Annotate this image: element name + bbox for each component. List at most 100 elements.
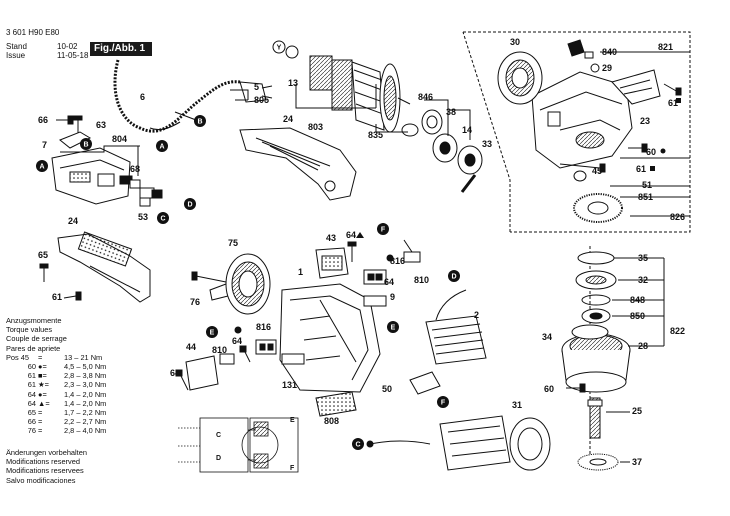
screw-64-left bbox=[175, 369, 189, 391]
torque-row: 65=1,7 – 2,2 Nm bbox=[27, 408, 107, 418]
cable-plug bbox=[149, 111, 197, 131]
pn-37: 37 bbox=[632, 457, 642, 467]
gear-housing bbox=[531, 71, 633, 169]
pn-816-top: 816 bbox=[390, 256, 405, 266]
connector-c-bottom: C bbox=[352, 438, 364, 450]
cable-c bbox=[369, 440, 431, 445]
screw-66 bbox=[56, 115, 74, 125]
pn-13: 13 bbox=[288, 78, 298, 88]
triangle-marker bbox=[356, 232, 364, 238]
stand-label: Stand bbox=[6, 42, 27, 51]
pn-840: 840 bbox=[602, 47, 617, 57]
connector-f-top: F bbox=[377, 223, 389, 235]
pn-63: 63 bbox=[96, 120, 106, 130]
pn-61-lower: 61 bbox=[636, 164, 646, 174]
pn-75: 75 bbox=[228, 238, 238, 248]
issue-label: Issue bbox=[6, 51, 26, 60]
screw-61-handle bbox=[63, 291, 82, 301]
switch-43 bbox=[315, 247, 349, 279]
pn-846: 846 bbox=[418, 92, 433, 102]
torque-markers bbox=[356, 98, 681, 238]
part-23 bbox=[611, 69, 661, 105]
pn-822: 822 bbox=[670, 326, 685, 336]
part-848 bbox=[581, 294, 611, 306]
square-marker bbox=[676, 98, 681, 103]
spindle-25 bbox=[587, 397, 603, 439]
pn-5: 5 bbox=[254, 82, 259, 92]
pn-25: 25 bbox=[632, 406, 642, 416]
part-840 bbox=[567, 39, 594, 59]
pn-2: 2 bbox=[474, 310, 479, 320]
pn-803: 803 bbox=[308, 122, 323, 132]
torque-row: 64▲=1,4 – 2,0 Nm bbox=[27, 398, 107, 408]
connector-c-top: C bbox=[157, 212, 169, 224]
screw-60 bbox=[628, 143, 648, 153]
connector-f-bottom: F bbox=[437, 396, 449, 408]
figure-tag: Fig./Abb. 1 bbox=[90, 42, 152, 56]
pn-35: 35 bbox=[638, 253, 648, 263]
pn-33: 33 bbox=[482, 139, 492, 149]
square-marker-lower bbox=[650, 166, 655, 171]
svg-text:C: C bbox=[355, 442, 360, 449]
wiring-label-f: F bbox=[290, 465, 295, 472]
pn-6: 6 bbox=[140, 92, 145, 102]
cover-44 bbox=[185, 355, 219, 391]
pn-24-handle: 24 bbox=[68, 216, 78, 226]
pn-810-left: 810 bbox=[212, 345, 227, 355]
pn-810-top: 810 bbox=[414, 275, 429, 285]
connector-d-top: D bbox=[184, 198, 196, 210]
screw-76 bbox=[191, 271, 227, 283]
motor-housing-1 bbox=[279, 283, 381, 393]
pn-29: 29 bbox=[602, 63, 612, 73]
part-53 bbox=[139, 187, 163, 207]
modifications-note: Änderungen vorbehalten Modifications res… bbox=[6, 448, 87, 485]
connector-e-mid: E bbox=[387, 321, 399, 333]
connector-a-left: A bbox=[36, 160, 48, 172]
connector-a-top: A bbox=[156, 140, 168, 152]
pn-64-left-mid: 64 bbox=[232, 336, 242, 346]
pn-30: 30 bbox=[510, 37, 520, 47]
pn-826: 826 bbox=[670, 212, 685, 222]
part-68 bbox=[119, 175, 141, 189]
torque-row: 61★=2,3 – 3,0 Nm bbox=[27, 380, 107, 390]
torque-row: 60●=4,5 – 5,0 Nm bbox=[27, 362, 107, 372]
pn-60-top: 60 bbox=[646, 147, 656, 157]
field-coil-31 bbox=[439, 415, 551, 471]
part-804 bbox=[51, 147, 131, 205]
svg-text:F: F bbox=[381, 227, 386, 234]
clip-50 bbox=[409, 371, 441, 395]
pn-28: 28 bbox=[638, 341, 648, 351]
part-29 bbox=[590, 63, 600, 73]
screw-65 bbox=[39, 263, 49, 282]
wiring-diagram bbox=[178, 417, 299, 473]
field-coil-2 bbox=[425, 289, 487, 365]
part-32 bbox=[575, 270, 617, 290]
pn-61-handle: 61 bbox=[52, 292, 62, 302]
pn-23: 23 bbox=[640, 116, 650, 126]
cable-strain-relief bbox=[239, 81, 267, 103]
pn-848: 848 bbox=[630, 295, 645, 305]
part-7 bbox=[59, 131, 92, 149]
pn-32: 32 bbox=[638, 275, 648, 285]
stand-date: 10-02 bbox=[57, 42, 78, 51]
connector-b-left: B bbox=[80, 138, 92, 150]
pn-64-left: 64 bbox=[170, 368, 180, 378]
screw-61-right bbox=[663, 83, 682, 96]
pn-14: 14 bbox=[462, 125, 472, 135]
part-810-top bbox=[403, 239, 421, 263]
pn-53: 53 bbox=[138, 212, 148, 222]
svg-text:D: D bbox=[187, 202, 192, 209]
connector-816-left bbox=[255, 339, 277, 355]
connector-y: Y bbox=[272, 40, 286, 54]
torque-table: Anzugsmomente Torque values Couple de se… bbox=[6, 316, 107, 436]
part-numbers: 5 805 6 66 63 7 804 68 53 13 803 24 835 … bbox=[38, 37, 685, 467]
pn-44: 44 bbox=[186, 342, 196, 352]
torque-heading-es: Pares de apriete bbox=[6, 343, 61, 353]
pn-45: 45 bbox=[592, 166, 602, 176]
connector-b-top: B bbox=[194, 115, 206, 127]
wiring-label-e: E bbox=[290, 417, 295, 424]
pn-131: 131 bbox=[282, 380, 297, 390]
pn-835: 835 bbox=[368, 130, 383, 140]
torque-row: Pos 45=13 – 21 Nm bbox=[6, 352, 103, 362]
screw-64-top bbox=[347, 241, 357, 262]
